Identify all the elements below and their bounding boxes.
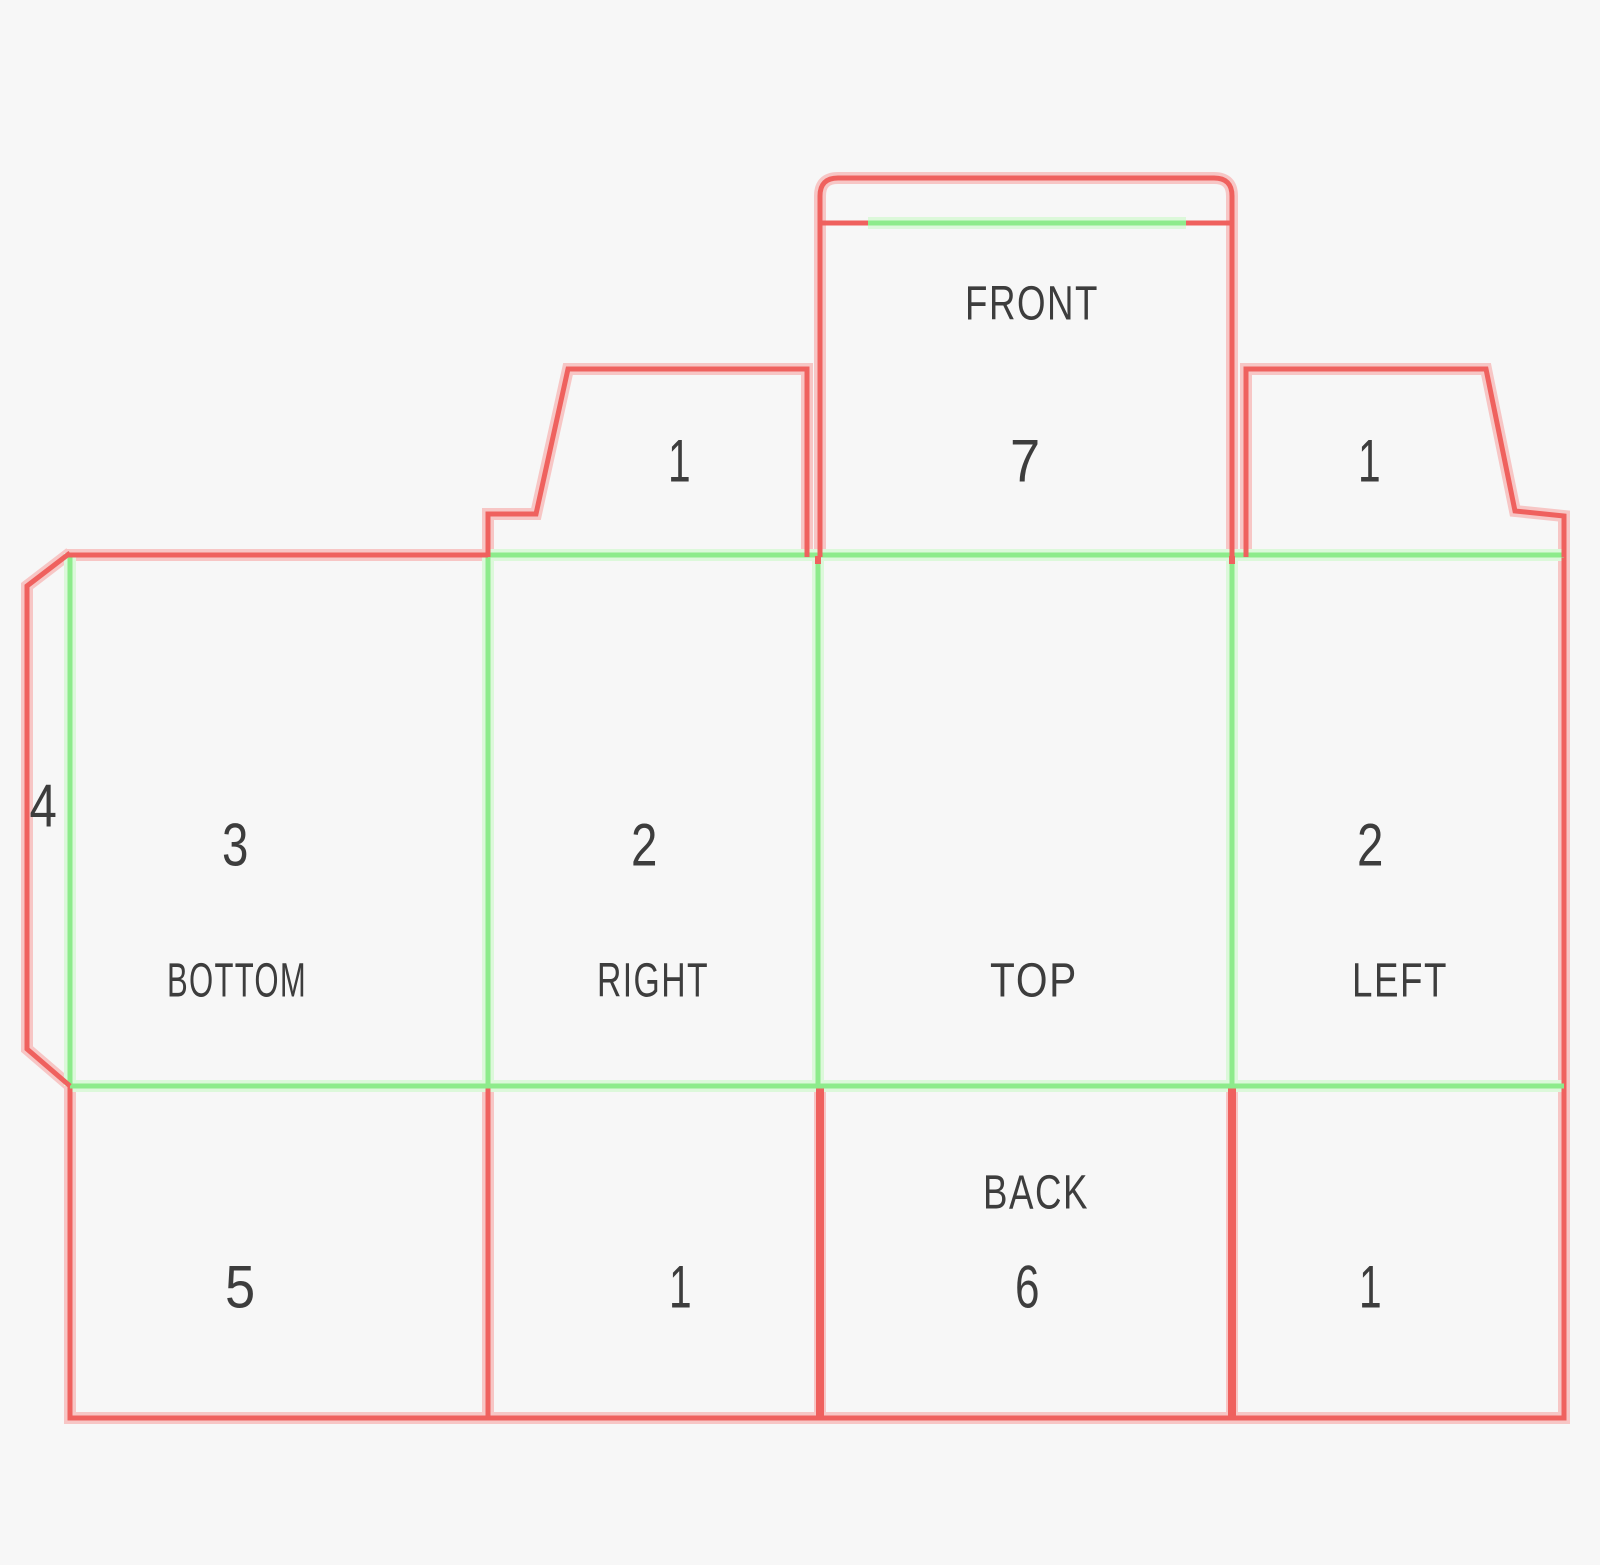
- front-panel-number: 7: [1010, 428, 1042, 495]
- right-top-flap-cut: [485, 366, 810, 557]
- back-panel-label: BACK: [983, 1167, 1089, 1220]
- left-top-flap-number: 1: [1358, 428, 1382, 495]
- cut-lines-upper: [24, 175, 1567, 1088]
- cut-lines-lower: [67, 556, 1567, 1421]
- panel-texts: FRONT 7 1 1 4 3 2 2 BOTTOM RIGHT TOP LEF…: [30, 278, 1448, 1321]
- front-panel-label: FRONT: [965, 278, 1099, 331]
- top-panel-label: TOP: [990, 955, 1078, 1008]
- side-glue-flap-cut: [24, 551, 72, 1088]
- left-lower-flap-number: 1: [1359, 1254, 1383, 1321]
- bottom-panel-label: BOTTOM: [167, 955, 307, 1008]
- right-top-flap-number: 1: [668, 428, 692, 495]
- front-outline-cut: [817, 175, 1235, 557]
- side-glue-flap-number: 4: [30, 773, 59, 840]
- bottom-panel-number: 3: [222, 812, 250, 879]
- left-panel-label: LEFT: [1352, 955, 1448, 1008]
- right-panel-label: RIGHT: [597, 955, 709, 1008]
- fold-lines: [67, 220, 1564, 1089]
- left-panel-number: 2: [1357, 812, 1385, 879]
- left-top-flap-cut: [1243, 366, 1567, 557]
- back-panel-number: 6: [1015, 1254, 1041, 1321]
- right-lower-flap-number: 1: [669, 1254, 693, 1321]
- bottom-lower-flap-number: 5: [225, 1254, 257, 1321]
- right-panel-number: 2: [631, 812, 659, 879]
